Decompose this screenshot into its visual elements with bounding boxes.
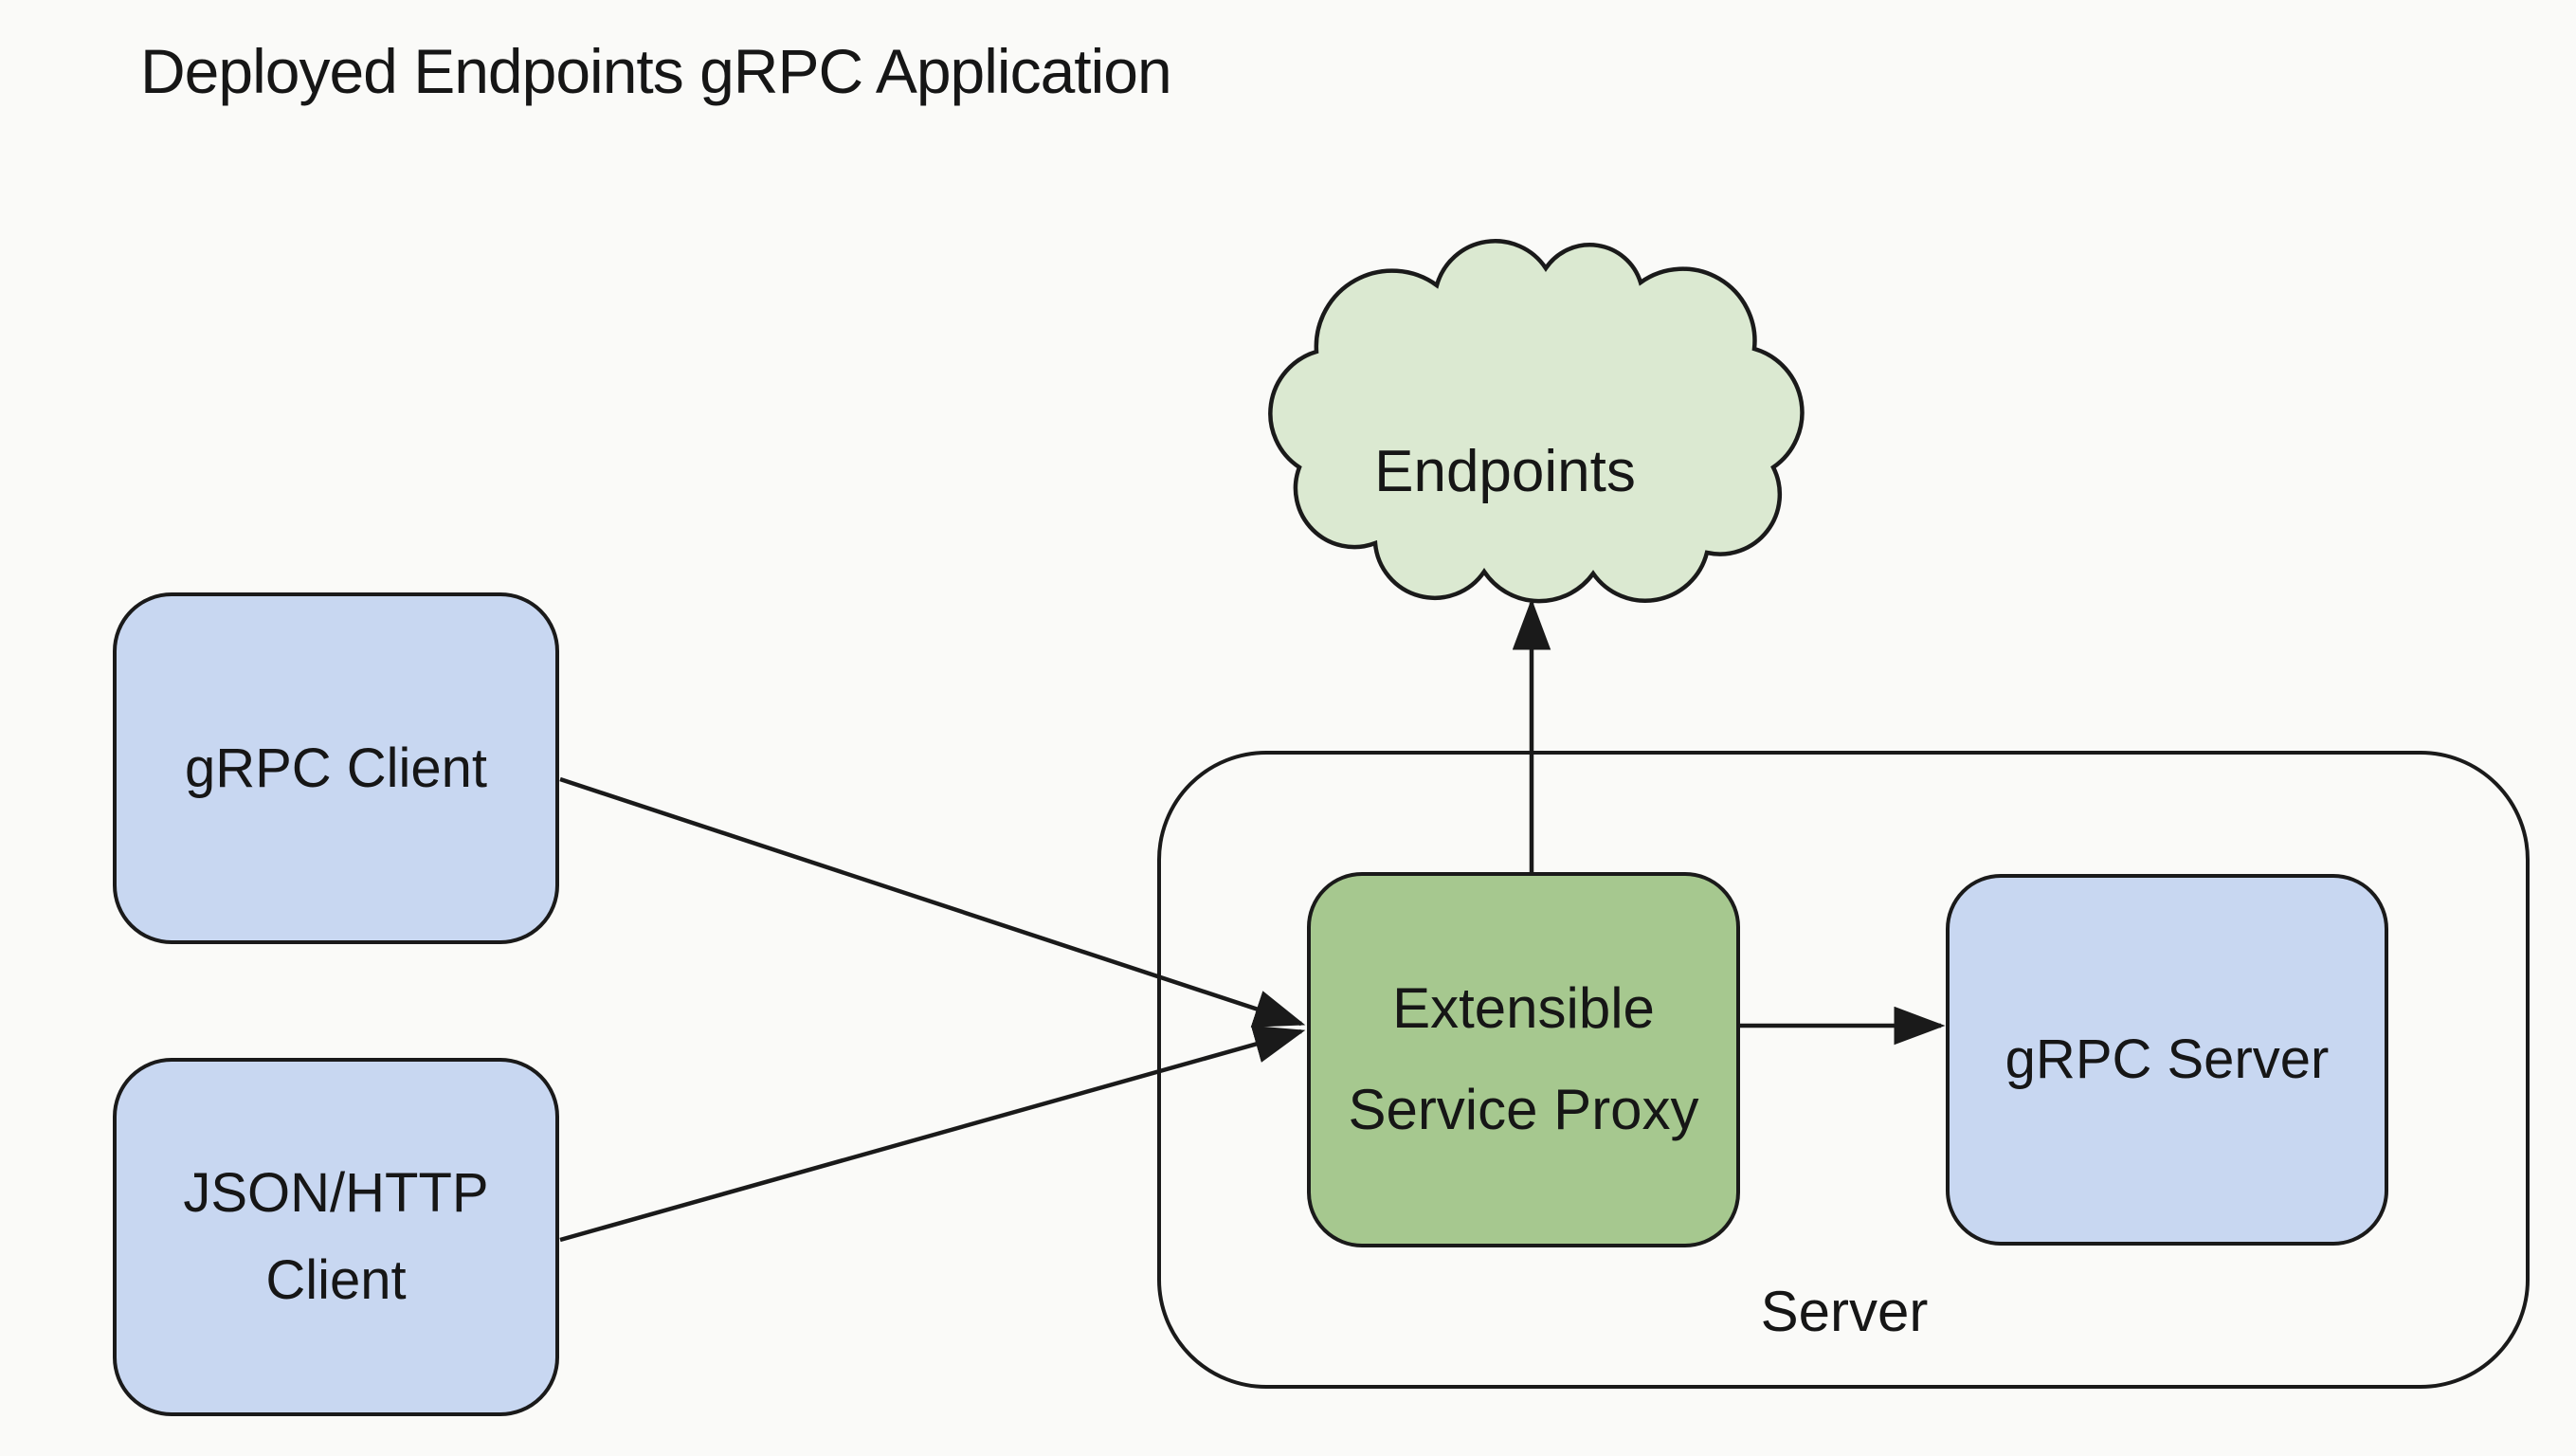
node-extensible-service-proxy: Extensible Service Proxy (1307, 872, 1740, 1247)
node-grpc-server: gRPC Server (1946, 874, 2388, 1246)
node-json-http-client: JSON/HTTP Client (113, 1058, 559, 1416)
endpoints-cloud (1268, 239, 1805, 604)
node-esp-label: Extensible Service Proxy (1348, 976, 1699, 1141)
node-json-http-client-label: JSON/HTTP Client (183, 1162, 489, 1311)
node-grpc-client: gRPC Client (113, 592, 559, 944)
node-grpc-client-label: gRPC Client (184, 737, 488, 799)
server-group-label: Server (1760, 1280, 1929, 1343)
node-grpc-server-label: gRPC Server (2005, 1028, 2330, 1091)
page-title: Deployed Endpoints gRPC Application (140, 36, 1172, 106)
endpoints-cloud-label: Endpoints (1374, 439, 1636, 504)
